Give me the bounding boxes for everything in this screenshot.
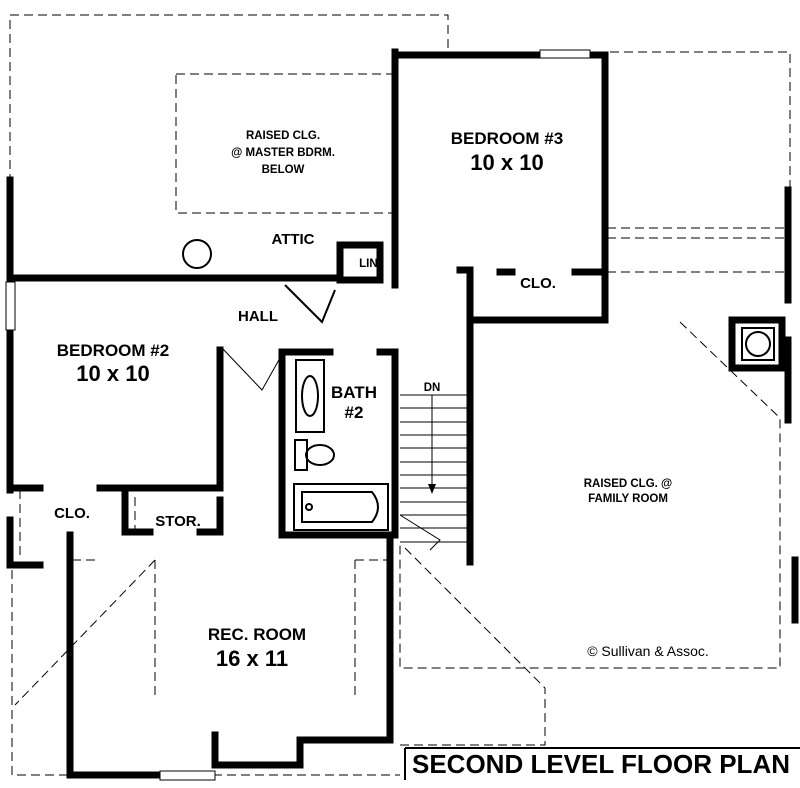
- rec-room-name: REC. ROOM: [208, 625, 306, 644]
- bedroom3-size: 10 x 10: [470, 150, 543, 175]
- bath2-label-line2: #2: [345, 403, 364, 422]
- closet-bedroom2-label: CLO.: [54, 505, 90, 522]
- master-ceiling-note-line3: BELOW: [262, 164, 305, 176]
- bath2-label-line1: BATH: [331, 383, 377, 402]
- rec-room-size: 16 x 11: [216, 646, 288, 671]
- linen-label: LIN.: [359, 258, 381, 270]
- bath-fixtures: [293, 359, 389, 531]
- master-ceiling-note-line2: @ MASTER BDRM.: [231, 147, 335, 159]
- attic-label: ATTIC: [271, 231, 314, 248]
- storage-label: STOR.: [155, 513, 201, 530]
- stairs: [399, 394, 468, 551]
- hall-label: HALL: [238, 308, 278, 325]
- closet-bedroom3-label: CLO.: [520, 275, 556, 292]
- bedroom2-name: BEDROOM #2: [57, 341, 169, 360]
- copyright-notice: © Sullivan & Assoc.: [587, 643, 709, 659]
- family-ceiling-note-line1: RAISED CLG. @: [584, 478, 673, 490]
- chimney: [728, 316, 786, 372]
- windows: [5, 49, 591, 781]
- doors: [182, 239, 336, 391]
- walls: [6, 48, 799, 779]
- bedroom2-size: 10 x 10: [76, 361, 149, 386]
- bedroom3-name: BEDROOM #3: [451, 129, 563, 148]
- plan-title: SECOND LEVEL FLOOR PLAN: [412, 749, 790, 779]
- stair-direction-label: DN: [424, 382, 441, 394]
- master-ceiling-note-line1: RAISED CLG.: [246, 130, 320, 142]
- family-ceiling-note-line2: FAMILY ROOM: [588, 493, 668, 505]
